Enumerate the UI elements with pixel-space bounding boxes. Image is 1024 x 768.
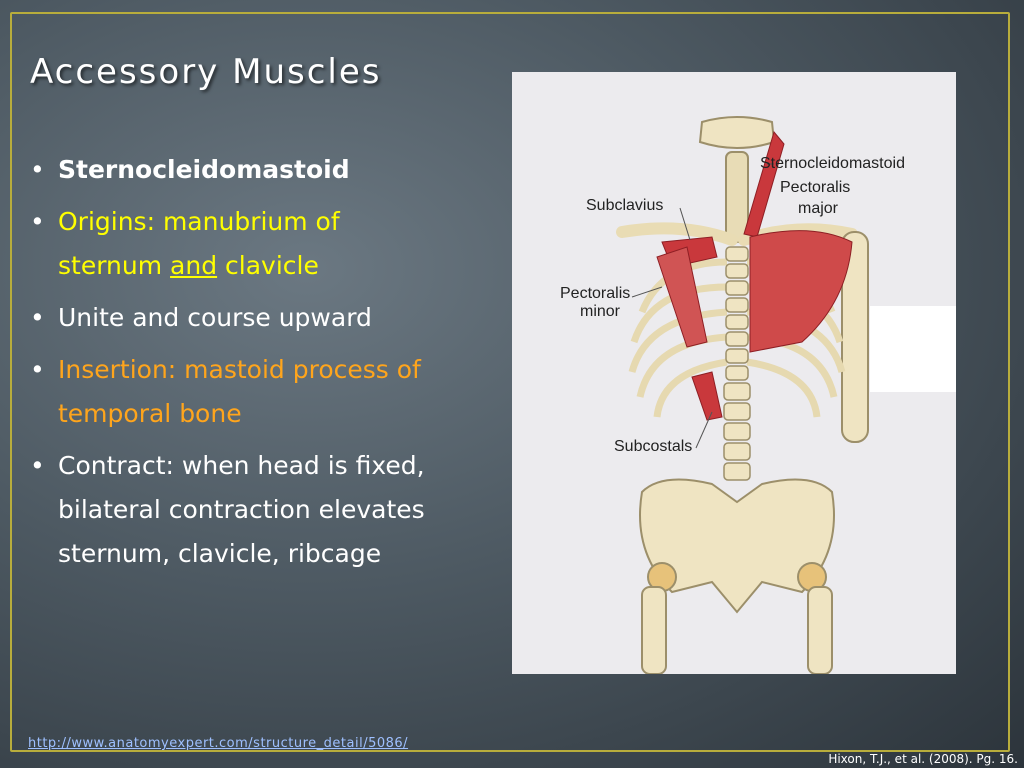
bullet-dot: • [30, 207, 45, 236]
bullet-text: Unite and course upward [58, 303, 372, 332]
left-femur [641, 586, 667, 674]
citation-text: Hixon, T.J., et al. (2008). Pg. 16. [828, 752, 1018, 766]
label-subclavius: Subclavius [586, 197, 664, 214]
humerus [841, 231, 869, 443]
bullet-text-underlined: and [170, 251, 218, 280]
skeleton-illustration [616, 116, 869, 674]
bullet-text: Insertion: mastoid process of temporal b… [58, 355, 421, 428]
pelvis [639, 478, 835, 614]
bullet-text-part2: clavicle [217, 251, 319, 280]
label-subcostals: Subcostals [614, 438, 693, 455]
label-pectoralis-major-1: Pectoralis [780, 179, 851, 196]
spine [723, 246, 751, 481]
bullet-unite: • Unite and course upward [30, 296, 450, 340]
blank-box [870, 306, 956, 392]
label-pectoralis-major-2: major [798, 200, 839, 217]
slide-border [10, 12, 1010, 752]
subcostals-muscle [691, 371, 723, 421]
leader-lines [631, 163, 774, 449]
bullet-list: • Sternocleidomastoid • Origins: manubri… [30, 148, 450, 584]
bullet-dot: • [30, 451, 45, 480]
anatomy-figure: Sternocleidomastoid Pectoralis major Sub… [512, 72, 956, 674]
bullet-sternocleidomastoid: • Sternocleidomastoid [30, 148, 450, 192]
bullet-dot: • [30, 303, 45, 332]
right-femur [807, 586, 833, 674]
left-clavicle [616, 222, 738, 246]
bullet-text: Contract: when head is fixed, bilateral … [58, 451, 425, 568]
bullet-dot: • [30, 155, 45, 184]
bullet-text: Sternocleidomastoid [58, 155, 350, 184]
slide-title: Accessory Muscles [30, 52, 382, 92]
cervical-spine [725, 151, 749, 243]
bullet-text-part1: Origins: manubrium of sternum [58, 207, 340, 280]
label-sternocleidomastoid: Sternocleidomastoid [760, 155, 905, 172]
label-pectoralis-minor-2: minor [580, 303, 621, 320]
pectoralis-major-muscle [749, 230, 853, 353]
source-link[interactable]: http://www.anatomyexpert.com/structure_d… [28, 736, 409, 751]
bullet-insertion: • Insertion: mastoid process of temporal… [30, 348, 450, 436]
label-pectoralis-minor-1: Pectoralis [560, 285, 631, 302]
bullet-contract: • Contract: when head is fixed, bilatera… [30, 444, 450, 576]
pectoralis-minor-muscle [656, 246, 708, 348]
bullet-dot: • [30, 355, 45, 384]
bullet-origins: • Origins: manubrium of sternum and clav… [30, 200, 450, 288]
jaw-bone [698, 116, 776, 149]
